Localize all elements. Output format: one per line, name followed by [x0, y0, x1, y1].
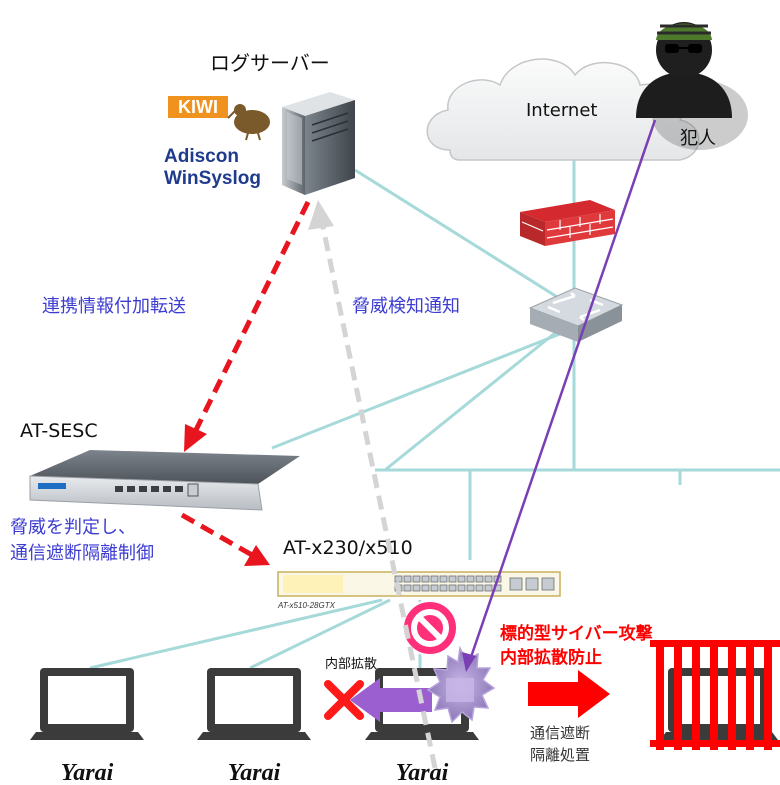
network-lines: [89, 100, 780, 670]
yarai-logo-2: Yarai: [228, 760, 281, 785]
isolate-label: 通信遮断 隔離処置: [530, 722, 590, 766]
yarai-logo-3: Yarai: [396, 760, 449, 785]
internet-label: Internet: [526, 100, 598, 121]
attack-line2: 内部拡散防止: [500, 648, 602, 668]
laptop-2: [197, 668, 311, 740]
blocked-x-icon: [324, 680, 364, 720]
internet-cloud: [426, 58, 700, 161]
at-sesc-appliance: [29, 450, 300, 511]
adiscon-label: Adiscon WinSyslog: [164, 146, 261, 190]
isolation-bars: [650, 640, 780, 750]
judge-line2: 通信遮断隔離制御: [10, 543, 154, 564]
threat-notify-label: 脅威検知通知: [352, 296, 460, 317]
criminal-label: 犯人: [680, 128, 716, 149]
isolate-arrow: [528, 670, 610, 718]
internal-spread-label: 内部拡散: [325, 657, 378, 672]
yarai-logo-1: Yarai: [61, 760, 114, 785]
threat-notify-arrow: [308, 200, 438, 769]
forward-label: 連携情報付加転送: [42, 296, 186, 317]
firewall-icon: [520, 200, 615, 246]
network-switch-icon: [528, 287, 624, 342]
judge-line1: 脅威を判定し、: [10, 517, 136, 538]
isolate-line1: 通信遮断: [530, 724, 591, 742]
sesc-label: AT-SESC: [20, 420, 98, 442]
kiwi-logo-text: KIWI: [178, 97, 218, 117]
switch-model-label: AT-x510-28GTX: [277, 601, 336, 610]
log-server-label: ログサーバー: [210, 51, 330, 75]
attack-label: 標的型サイバー攻撃 内部拡散防止: [500, 622, 653, 670]
attack-path: [462, 119, 657, 672]
laptop-1: [30, 668, 144, 740]
judge-label: 脅威を判定し、 通信遮断隔離制御: [10, 515, 154, 567]
infection-starburst: [426, 645, 496, 724]
attack-line1: 標的型サイバー攻撃: [500, 624, 653, 644]
control-arrow: [180, 512, 270, 566]
forward-arrow: [184, 200, 311, 452]
log-server-icon: [282, 92, 355, 195]
adiscon-line2: WinSyslog: [164, 168, 261, 189]
criminal-icon: [636, 22, 748, 150]
isolate-line2: 隔離処置: [530, 746, 591, 764]
kiwi-logo: KIWI: [168, 96, 270, 141]
adiscon-line1: Adiscon: [164, 146, 239, 167]
internal-spread-arrow: [350, 678, 432, 722]
switch-label: AT-x230/x510: [283, 537, 413, 559]
prohibited-icon: [402, 600, 458, 656]
